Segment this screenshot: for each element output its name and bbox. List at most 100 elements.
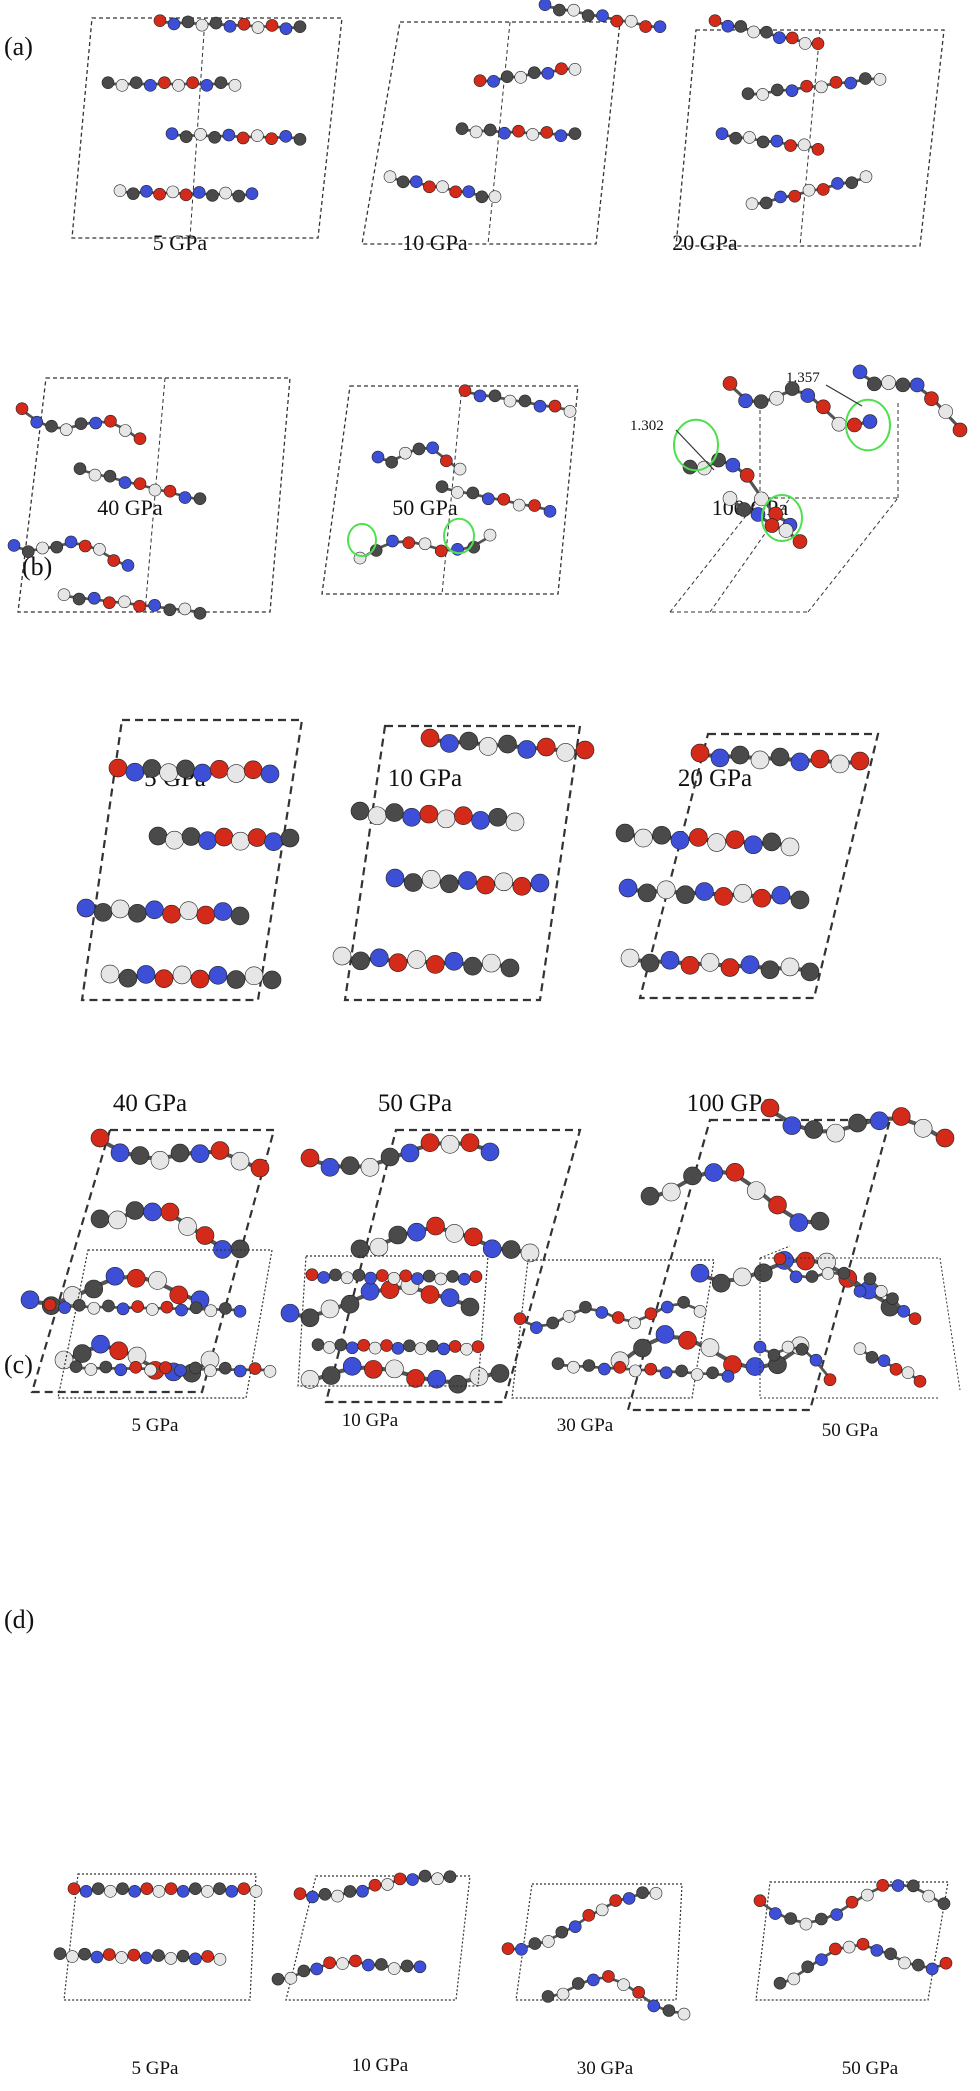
- hydrogen-atom: [568, 63, 582, 76]
- oxygen-atom: [714, 887, 733, 906]
- hydrogen-atom: [503, 394, 517, 408]
- highlight-circle: [673, 418, 719, 472]
- unit-cell-outline: [80, 718, 304, 1002]
- oxygen-atom: [845, 1895, 859, 1909]
- caption-c-10: 10 GPa: [341, 1410, 399, 1431]
- nitrogen-atom: [774, 190, 787, 204]
- oxygen-atom: [788, 189, 802, 203]
- hydrogen-atom: [754, 491, 769, 507]
- carbon-atom: [435, 480, 449, 493]
- oxygen-atom: [469, 1270, 483, 1283]
- caption-b-10: 10 GPa: [387, 765, 463, 792]
- oxygen-atom: [856, 1937, 870, 1951]
- oxygen-atom: [876, 1879, 889, 1892]
- hydrogen-atom: [219, 186, 232, 200]
- carbon-atom: [209, 16, 223, 30]
- carbon-atom: [805, 1270, 819, 1283]
- unit-cell-outline: [321, 385, 579, 595]
- oxygen-atom: [420, 1285, 440, 1304]
- carbon-atom: [501, 1240, 521, 1259]
- oxygen-atom: [388, 953, 408, 972]
- carbon-atom: [116, 1882, 129, 1895]
- carbon-atom: [848, 1113, 867, 1133]
- nitrogen-atom: [222, 128, 236, 142]
- carbon-atom: [385, 455, 398, 469]
- oxygen-atom: [536, 737, 556, 757]
- hydrogen-atom: [802, 183, 816, 197]
- carbon-atom: [582, 1359, 596, 1372]
- oxygen-atom: [829, 1942, 842, 1956]
- nitrogen-atom: [753, 1340, 767, 1354]
- hydrogen-atom: [399, 446, 412, 460]
- oxygen-atom: [357, 1338, 371, 1352]
- hydrogen-atom: [104, 1885, 117, 1898]
- hydrogen-atom: [440, 1135, 460, 1154]
- unit-cell-outline: [17, 377, 291, 613]
- nitrogen-atom: [853, 1285, 867, 1298]
- oxygen-atom: [131, 1300, 144, 1313]
- nitrogen-atom: [598, 1362, 611, 1376]
- carbon-atom: [214, 76, 228, 89]
- oxygen-atom: [368, 1878, 382, 1892]
- hydrogen-atom: [743, 131, 756, 144]
- hydrogen-atom: [387, 1962, 401, 1975]
- nitrogen-atom: [785, 84, 799, 97]
- carbon-atom: [21, 545, 35, 558]
- carbon-atom: [546, 1316, 560, 1330]
- highlight-circle: [761, 494, 803, 542]
- nitrogen-atom: [862, 414, 878, 429]
- oxygen-atom: [107, 554, 121, 567]
- hydrogen-atom: [249, 1885, 263, 1898]
- bond-chain: [629, 957, 811, 973]
- carbon-atom: [527, 66, 541, 79]
- nitrogen-atom: [7, 539, 21, 552]
- caption-b-50: 50 GPa: [377, 1090, 453, 1117]
- oxygen-atom: [555, 62, 568, 75]
- carbon-atom: [78, 1947, 91, 1961]
- hydrogen-atom: [204, 1364, 217, 1378]
- nitrogen-atom: [105, 1266, 125, 1286]
- oxygen-atom: [248, 1362, 262, 1375]
- oxygen-atom: [847, 417, 862, 433]
- caption-b-20: 20 GPa: [677, 765, 753, 792]
- panel-label-d: (d): [4, 1605, 35, 1634]
- hydrogen-atom: [567, 1360, 580, 1374]
- oxygen-atom: [464, 1227, 483, 1247]
- carbon-atom: [170, 1143, 190, 1163]
- hydrogen-atom: [108, 1210, 127, 1230]
- unit-cell-outline: [638, 732, 880, 1000]
- hydrogen-atom: [36, 541, 49, 555]
- hydrogen-atom: [624, 14, 638, 28]
- bond-chain: [63, 594, 201, 614]
- caption-d-5: 5 GPa: [131, 2058, 179, 2079]
- carbon-atom: [101, 76, 115, 89]
- hydrogen-atom: [118, 424, 132, 437]
- hydrogen-atom: [179, 901, 198, 920]
- caption-d-10: 10 GPa: [351, 2055, 409, 2076]
- carbon-atom: [676, 885, 695, 904]
- carbon-atom: [446, 1270, 459, 1283]
- carbon-atom: [571, 1977, 585, 1990]
- nitrogen-atom: [116, 1302, 130, 1316]
- hydrogen-atom: [84, 1363, 98, 1376]
- hydrogen-atom: [453, 462, 467, 476]
- oxygen-atom: [67, 1882, 81, 1895]
- carbon-atom: [810, 1211, 830, 1231]
- hydrogen-atom: [520, 1243, 540, 1263]
- unit-cell-outline: [71, 17, 343, 239]
- nitrogen-atom: [471, 811, 490, 830]
- nitrogen-atom: [317, 1271, 331, 1284]
- oxygen-atom: [164, 1882, 178, 1895]
- nitrogen-atom: [704, 1163, 724, 1182]
- oxygen-atom: [419, 804, 439, 824]
- oxygen-atom: [305, 1268, 319, 1281]
- nitrogen-atom: [482, 1239, 502, 1259]
- nitrogen-atom: [530, 1321, 543, 1334]
- hydrogen-atom: [178, 1217, 197, 1236]
- panel-label-a: (a): [4, 32, 33, 61]
- carbon-atom: [895, 377, 911, 393]
- nitrogen-atom: [595, 1306, 609, 1319]
- nitrogen-atom: [407, 1222, 426, 1242]
- nitrogen-atom: [91, 1334, 110, 1354]
- nitrogen-atom: [90, 1950, 104, 1964]
